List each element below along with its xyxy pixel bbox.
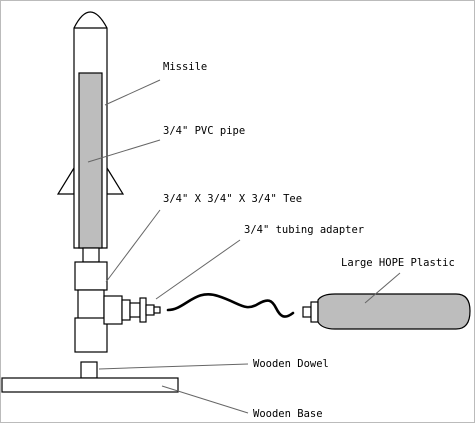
hope-plastic-bottle [317,293,471,330]
leader-tubing-adapter [155,239,241,300]
adapter-tip [153,306,161,314]
adapter-barb [145,304,155,316]
label-pvc-pipe: 3/4" PVC pipe [163,125,246,137]
tubing-hose [166,293,295,318]
missile-left-fin [56,165,75,195]
label-tee: 3/4" X 3/4" X 3/4" Tee [163,193,303,205]
label-hope-plastic: Large HOPE Plastic [341,257,455,269]
leader-missile [104,79,161,106]
leader-hope-plastic [364,272,401,304]
adapter-flange [139,297,147,323]
wooden-base [1,377,179,393]
pvc-pipe [78,72,103,249]
adapter-body [129,302,141,318]
bottle-neck [310,301,319,323]
missile-right-fin [106,165,125,195]
wooden-dowel [80,361,98,379]
label-base: Wooden Base [253,408,323,420]
bottle-cap-tip [302,306,312,318]
tee-bottom-collar [74,317,108,353]
leader-tee [105,209,161,283]
pvc-pipe-lower [82,247,100,263]
tee-side-branch [103,295,123,325]
label-missile: Missile [163,61,208,73]
leader-pvc-pipe [87,139,161,163]
label-tubing-adapter: 3/4" tubing adapter [244,224,365,236]
tee-top-collar [74,261,108,291]
adapter-nut-1 [121,299,131,321]
leader-base [161,385,249,414]
label-dowel: Wooden Dowel [253,358,329,370]
leader-dowel [98,363,249,370]
